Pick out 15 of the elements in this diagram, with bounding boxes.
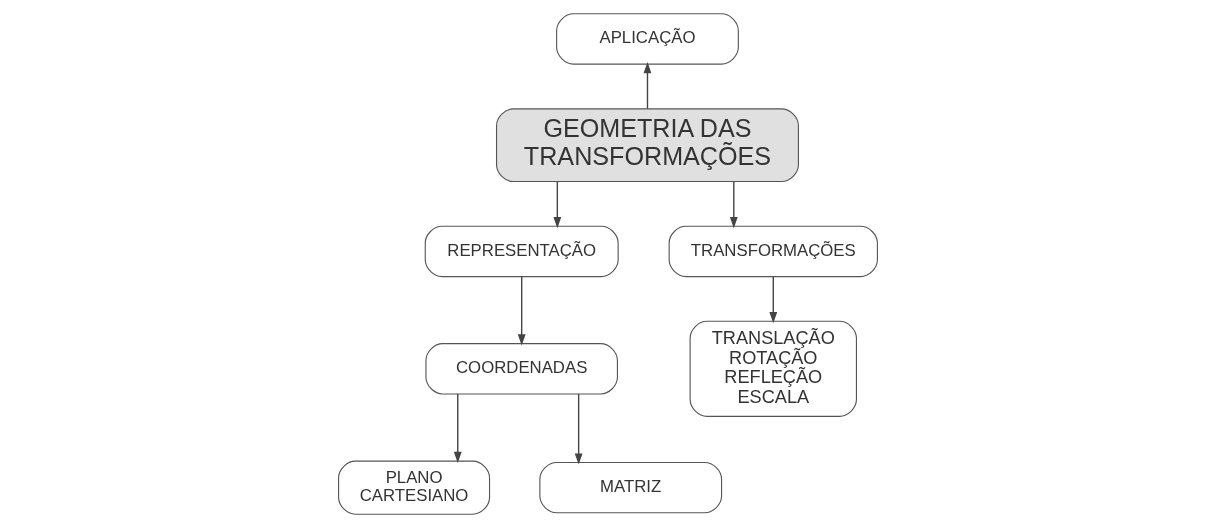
arrow [453, 393, 462, 463]
node-box: TRANSLAÇÃO ROTAÇÃO REFLEÇÃO ESCALA [689, 320, 857, 417]
arrow [643, 62, 652, 110]
node-box: TRANSFORMAÇÕES [668, 225, 878, 278]
node-box: GEOMETRIA DAS TRANSFORMAÇÕES [495, 108, 799, 183]
arrow [517, 276, 526, 346]
arrow [574, 393, 583, 465]
arrow [769, 276, 778, 324]
node-box: REPRESENTAÇÃO [424, 225, 619, 278]
node-box: MATRIZ [539, 461, 723, 514]
node-box: APLICAÇÃO [556, 13, 739, 65]
node-box: PLANO CARTESIANO [338, 460, 491, 515]
arrow [729, 181, 738, 229]
node-box: COORDENADAS [425, 343, 618, 395]
arrow [553, 181, 562, 229]
